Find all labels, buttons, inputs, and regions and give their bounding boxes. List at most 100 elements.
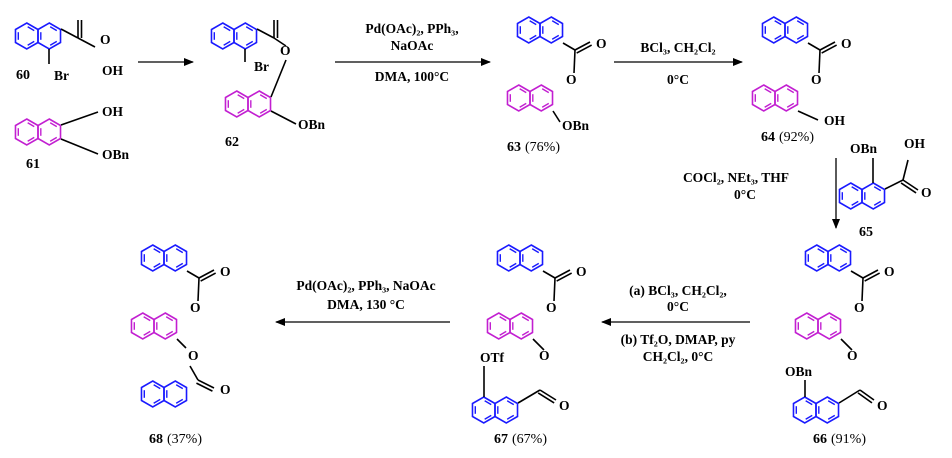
c66-naphthoate-ring-a-double-bond (805, 400, 813, 406)
c60-naphthalene-ring-a-double-bond (27, 40, 35, 46)
condition-step1-line3: DMA, 100°C (375, 69, 449, 84)
c61-naphthalene-ring-a-double-bond (27, 136, 35, 142)
c64-lactone-co (819, 41, 836, 51)
c66-naphthalene-top-ring-a-double-bond (817, 262, 825, 268)
c62-bond-obn (270, 110, 297, 125)
c67-naphthalene-bottom-ring-b-double-bond (521, 316, 530, 322)
c66-naphthoate-ring-b (815, 396, 840, 424)
c63-naphthalene-bottom-ring-a-double-bond (519, 88, 527, 94)
c68-lactone-co (198, 269, 215, 279)
compound-63-number: 63 (507, 140, 521, 155)
condition-step4-line3: (b) Tf₂O, DMAP, py (621, 332, 736, 347)
c67-naphthoate-ring-b-double-bond (506, 414, 515, 420)
c62-naphthol-ring-a-double-bond (237, 94, 245, 100)
c65-bond-cooh (884, 179, 904, 190)
c63-naphthalene-top-ring-b-double-bond (551, 34, 560, 40)
c68-lactone-4 (189, 365, 199, 381)
condition-step3-line1: COCl₂, NEt₃, THF (683, 170, 789, 185)
c60-br-label: Br (54, 68, 69, 83)
c64-naphthalene-top-ring-a-double-bond (774, 34, 782, 40)
c65-o-label: O (921, 185, 932, 200)
c66-naphthalene-top-ring-a-double-bond (817, 248, 825, 254)
c68-naphthalene-top-ring-a-double-bond (153, 262, 161, 268)
c61-naphthalene-ring-b (37, 118, 62, 146)
c66-carbonyl-o: O (884, 264, 895, 279)
c66-naphthalene-top-ring-b-double-bond (839, 262, 848, 268)
c65-naphthalene-ring-b (861, 182, 886, 210)
compound-64-number: 64 (761, 130, 775, 145)
c67-naphthalene-top-ring-a-double-bond (509, 262, 517, 268)
c67-naphthalene-bottom-ring-b-double-bond (521, 330, 530, 336)
c68-naphthalene-bottom-ring-a-double-bond (153, 384, 161, 390)
c67-carbonyl-o: O (576, 264, 587, 279)
c67-bond-ester (532, 338, 545, 351)
c68-lactone-co-double (200, 272, 217, 282)
c67-naphthoate-ring-b-double-bond (506, 400, 515, 406)
c68-naphthalene-top-ring-b-double-bond (175, 248, 184, 254)
c64-naphthalene-bottom-ring-a-double-bond (764, 102, 772, 108)
c60-o-label: O (100, 32, 111, 47)
compound-67-number: 67 (494, 432, 508, 447)
c63-obn-label: OBn (562, 118, 590, 133)
condition-step3-line2: 0°C (734, 187, 756, 202)
c65-oh-label: OH (904, 136, 926, 151)
c67-lactone-2 (553, 277, 556, 302)
compound-66-number: 66 (813, 432, 827, 447)
c68-naphthalene-top-ring-b (163, 244, 188, 272)
condition-step4-line1: (a) BCl₃, CH₂Cl₂, (629, 283, 727, 298)
c67-ring-o: O (546, 300, 557, 315)
c64-naphthalene-top-ring-b-double-bond (796, 34, 805, 40)
c63-naphthalene-top-ring-a-double-bond (529, 34, 537, 40)
c62-naphthol-ring-b (247, 90, 272, 118)
c65-obn-label: OBn (850, 141, 878, 156)
c63-naphthalene-bottom-ring-b-double-bond (541, 102, 550, 108)
c64-ring-o: O (811, 72, 822, 87)
c62-naphthol-ring-b-double-bond (259, 94, 268, 100)
c61-oh-label: OH (102, 104, 124, 119)
c67-naphthalene-bottom-ring-b (509, 312, 534, 340)
c66-lactone-co (862, 269, 879, 279)
c60-naphthalene-ring-a-double-bond (27, 26, 35, 32)
c64-naphthalene-top-ring-b-double-bond (796, 20, 805, 26)
compound-66-yield: (91%) (831, 432, 866, 447)
c62-naphthol-ring-a-double-bond (237, 108, 245, 114)
c67-naphthalene-bottom-ring-a-double-bond (499, 316, 507, 322)
c68-naphthalene-bottom-ring-b-double-bond (175, 398, 184, 404)
condition-step4-line2: 0°C (667, 299, 689, 314)
c63-lactone-co (574, 41, 591, 51)
c63-naphthalene-top-ring-b-double-bond (551, 20, 560, 26)
c68-ring-o-1: O (190, 300, 201, 315)
c67-naphthalene-top-ring-b-double-bond (531, 262, 540, 268)
c68-naphthalene-middle-ring-b-double-bond (165, 330, 174, 336)
c64-naphthalene-bottom-ring-b-double-bond (786, 88, 795, 94)
c65-bond-coh (902, 159, 909, 181)
c66-naphthoate-ring-b-double-bond (827, 414, 836, 420)
c61-naphthalene-ring-b-double-bond (49, 122, 58, 128)
c66-lactone-co-double (864, 272, 881, 282)
condition-step2-line2: 0°C (667, 72, 689, 87)
c63-naphthalene-bottom-ring-b-double-bond (541, 88, 550, 94)
c68-naphthalene-top-ring-a-double-bond (153, 248, 161, 254)
c68-naphthalene-bottom-ring-a-double-bond (153, 398, 161, 404)
c66-naphthalene-bottom-ring-a-double-bond (807, 330, 815, 336)
c60-naphthalene-ring-b-double-bond (49, 40, 58, 46)
condition-step1-line2: NaOAc (391, 38, 434, 53)
c65-naphthalene-ring-a-double-bond (851, 200, 859, 206)
c64-bond-oh (797, 110, 819, 121)
compound-65-number: 65 (859, 225, 873, 240)
c62-bond-ester (256, 28, 275, 39)
c60-oh-label: OH (102, 63, 124, 78)
c61-bond-oh (60, 111, 99, 126)
compound-64-yield: (92%) (779, 130, 814, 145)
c68-lactone-co-2 (197, 379, 215, 389)
c62-naphthalene-ring-a-double-bond (223, 26, 231, 32)
c67-naphthalene-top-ring-a-double-bond (509, 248, 517, 254)
c61-obn-label: OBn (102, 147, 130, 162)
c63-lactone-co-double (576, 44, 593, 54)
c66-naphthalene-top-ring-b-double-bond (839, 248, 848, 254)
c64-lactone-co-double (821, 44, 838, 54)
c68-naphthalene-middle-ring-a-double-bond (143, 316, 151, 322)
c66-ester-co (859, 389, 875, 401)
c62-o-label: O (280, 43, 291, 58)
